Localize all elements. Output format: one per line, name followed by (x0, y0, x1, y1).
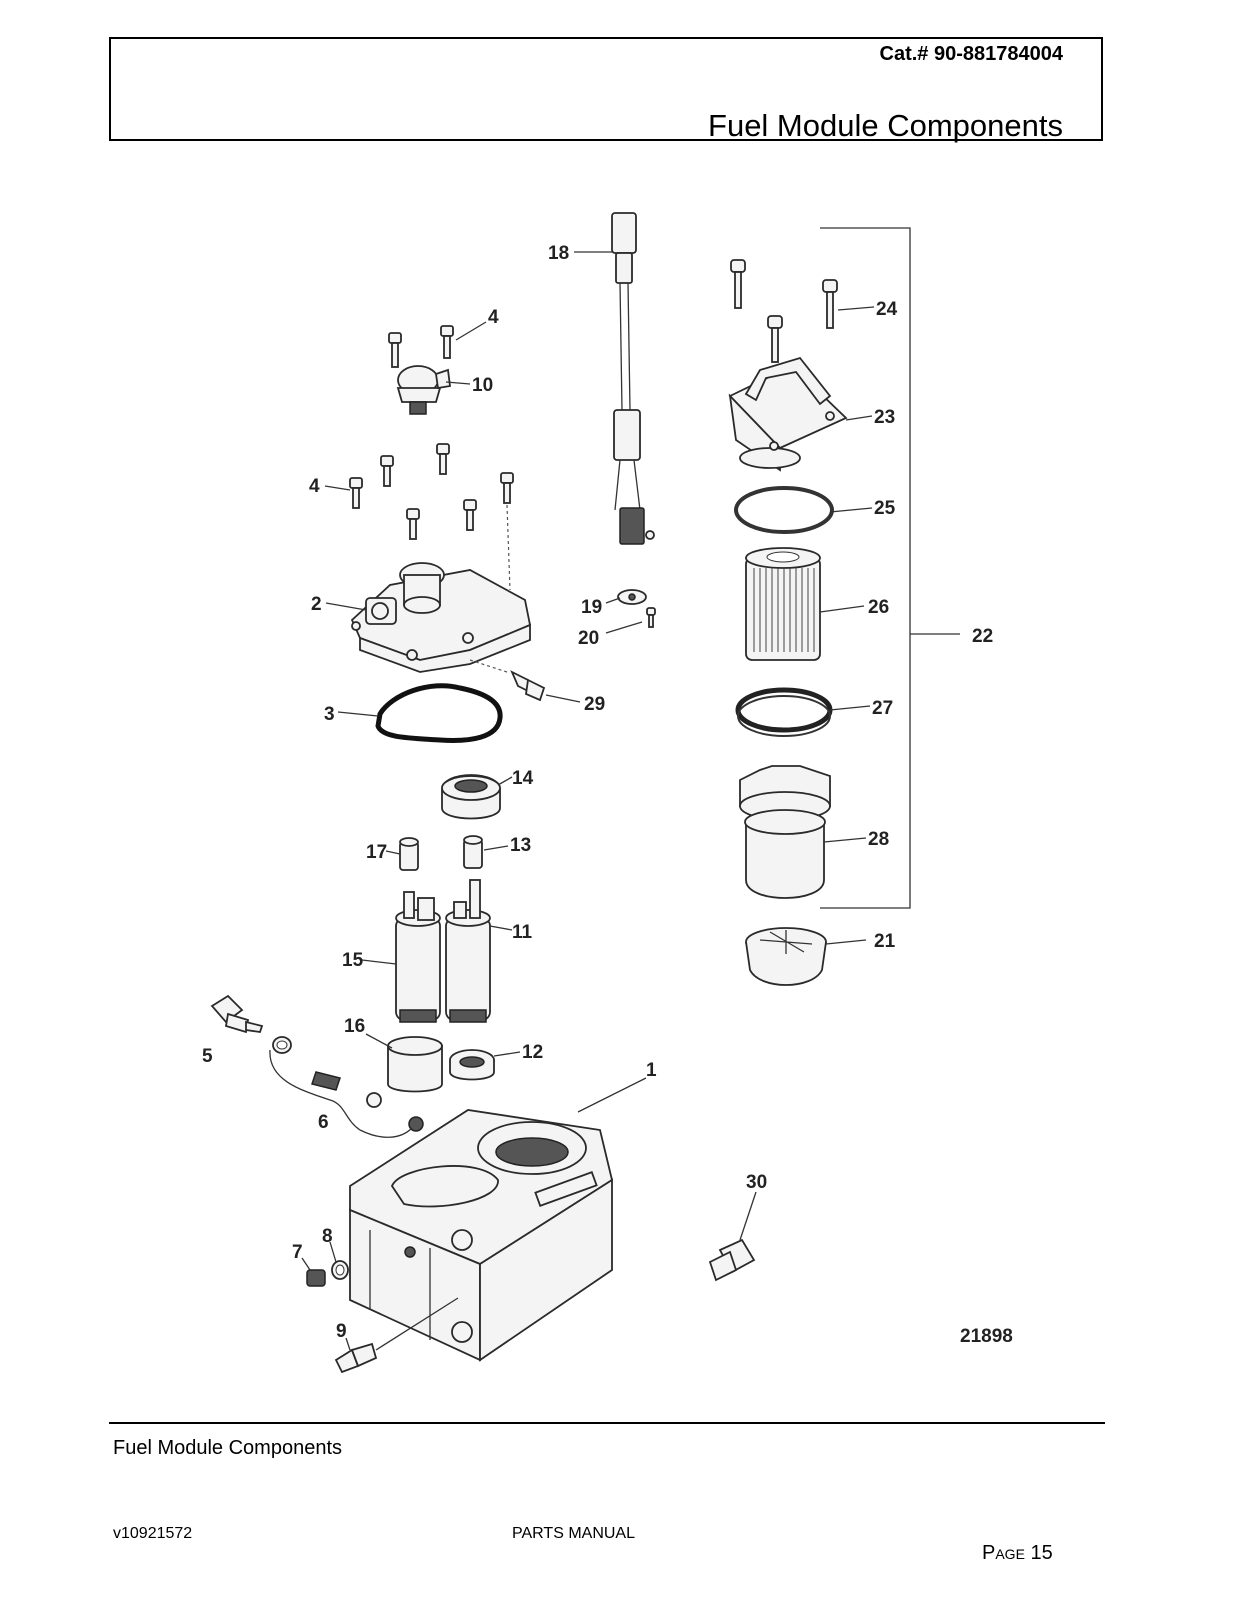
pump-cap-part (441, 774, 501, 820)
callout-25: 25 (874, 498, 896, 519)
callout-5: 5 (202, 1046, 213, 1067)
figure-id: 21898 (960, 1326, 1013, 1347)
pressure-regulator-part (396, 365, 452, 415)
exploded-parts-diagram: 18 10 4 4 2 (202, 212, 1013, 1374)
callout-3: 3 (324, 704, 335, 725)
callout-6: 6 (318, 1112, 329, 1133)
callout-21: 21 (874, 931, 896, 952)
cover-part (350, 562, 532, 673)
outlet-fitting-part (708, 1238, 756, 1282)
filter-assembly-bracket (820, 227, 960, 909)
callout-26: 26 (868, 597, 889, 618)
callout-18: 18 (548, 243, 569, 264)
callout-23: 23 (874, 407, 895, 428)
callout-7: 7 (292, 1242, 303, 1263)
callout-29: 29 (584, 694, 605, 715)
page-word: Page (982, 1542, 1025, 1564)
callout-16: 16 (344, 1016, 365, 1037)
filter-o-ring-part (734, 486, 834, 534)
callout-2: 2 (311, 594, 322, 615)
callout-30: 30 (746, 1172, 767, 1193)
bolt-parts-upper (388, 325, 454, 368)
callout-27: 27 (872, 698, 893, 719)
filter-cover-part (728, 356, 848, 472)
callout-12: 12 (522, 1042, 543, 1063)
long-bolt-part (469, 659, 546, 702)
filter-seal-ring-part (735, 687, 833, 737)
callout-4b: 4 (309, 476, 320, 497)
manual-name: PARTS MANUAL (512, 1525, 635, 1542)
clip-and-screw-parts (617, 589, 656, 628)
pump-sleeve-and-seal-parts (387, 1036, 495, 1093)
filter-housing-part (739, 765, 831, 899)
callout-19: 19 (581, 597, 602, 618)
callout-8: 8 (322, 1226, 333, 1247)
callout-14: 14 (512, 768, 534, 789)
header-box: Cat.# 90-881784004 Fuel Module Component… (109, 37, 1103, 143)
plug-oring-fitting-parts (306, 1260, 459, 1374)
bolt-parts-lower (349, 443, 514, 540)
callout-17: 17 (366, 842, 387, 863)
page-title: Fuel Module Components (708, 108, 1063, 143)
catalog-number: Cat.# 90-881784004 (879, 43, 1063, 65)
callout-20: 20 (578, 628, 599, 649)
module-housing-part (349, 1109, 614, 1362)
callout-13: 13 (510, 835, 531, 856)
cover-screw-parts (730, 259, 838, 363)
callout-9: 9 (336, 1321, 347, 1342)
callout-11: 11 (512, 922, 533, 943)
sleeve-parts (399, 835, 483, 871)
filter-bowl-cap-part (745, 927, 827, 986)
callout-10: 10 (472, 375, 493, 396)
callout-1: 1 (646, 1060, 657, 1081)
wiring-harness-part (611, 212, 655, 545)
callout-22: 22 (972, 626, 993, 647)
filter-element-part (745, 547, 821, 661)
inlet-fitting-part (210, 994, 264, 1034)
gasket-part (375, 683, 503, 743)
footer-title: Fuel Module Components (113, 1437, 343, 1459)
page-number: 15 (1030, 1542, 1053, 1564)
callout-24: 24 (876, 299, 898, 320)
callout-4a: 4 (488, 307, 499, 328)
version-code: v10921572 (113, 1525, 193, 1542)
callout-15: 15 (342, 950, 364, 971)
callout-28: 28 (868, 829, 889, 850)
footer-rule (109, 1422, 1105, 1424)
page-number-block: Page 15 (982, 1542, 1053, 1565)
check-valve-kit-part (269, 1036, 424, 1138)
fuel-pump-parts (395, 879, 491, 1023)
